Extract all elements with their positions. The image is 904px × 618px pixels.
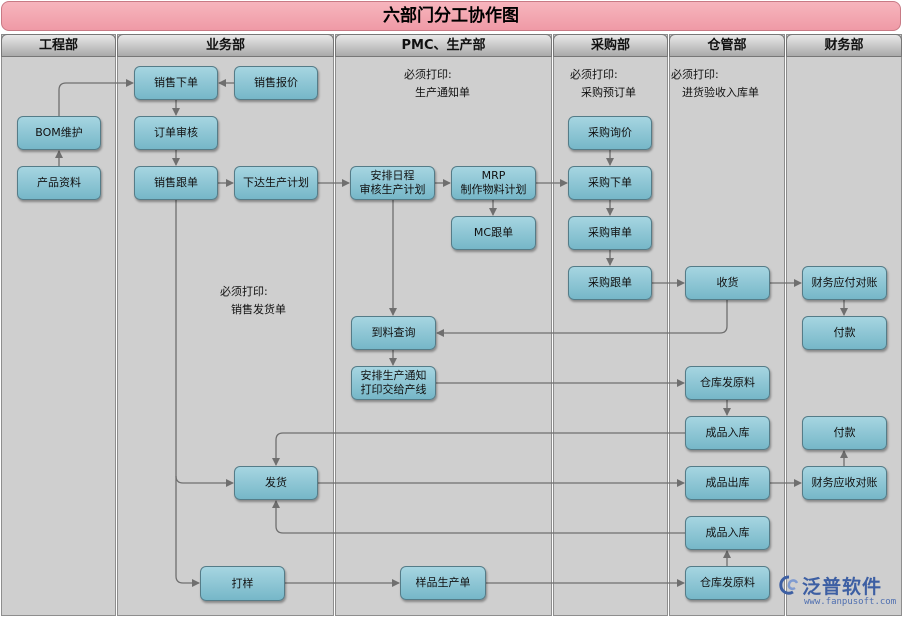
edge-follow-to-sample [175,476,200,587]
node-order-review[interactable]: 订单审核 [134,116,218,150]
node-sales-quote[interactable]: 销售报价 [234,66,318,100]
edge-receive-to-material-check [436,300,728,337]
node-finished-out[interactable]: 成品出库 [685,466,770,500]
node-prod-notice[interactable]: 安排生产通知 打印交给产线 [351,366,436,400]
node-sample-prod[interactable]: 样品生产单 [400,566,486,600]
edge-finished-in-to-ship [272,432,685,466]
node-sales-follow[interactable]: 销售跟单 [134,166,218,200]
node-material-check[interactable]: 到料查询 [351,316,436,350]
node-finished-in-2[interactable]: 成品入库 [685,516,770,550]
node-mrp[interactable]: MRP 制作物料计划 [451,166,536,200]
node-warehouse-issue-1[interactable]: 仓库发原料 [685,366,770,400]
lane-header-engineering: 工程部 [1,34,116,57]
edge-follow-to-ship [175,200,234,487]
note-pmc-print: 必须打印: 生产通知单 [404,68,470,99]
note-purchase-print: 必须打印: 采购预订单 [570,68,636,99]
node-pay-1[interactable]: 付款 [802,316,887,350]
node-warehouse-issue-2[interactable]: 仓库发原料 [685,566,770,600]
node-arrange-schedule[interactable]: 安排日程 审核生产计划 [350,166,435,200]
brand-logo: 泛普软件 www.fanpusoft.com [776,572,900,614]
note-sales-print: 必须打印: 销售发货单 [220,285,286,316]
node-receive[interactable]: 收货 [685,266,770,300]
lane-header-pmc: PMC、生产部 [335,34,552,57]
node-ship[interactable]: 发货 [234,466,318,500]
lane-header-purchase: 采购部 [553,34,668,57]
lane-header-warehouse: 仓管部 [669,34,785,57]
node-sample[interactable]: 打样 [200,566,285,601]
lane-header-finance: 财务部 [786,34,902,57]
diagram-title: 六部门分工协作图 [1,1,901,31]
node-product-info[interactable]: 产品资料 [17,166,101,200]
node-purchase-order[interactable]: 采购下单 [568,166,652,200]
brand-swirl-icon [779,575,799,595]
lane-header-sales: 业务部 [117,34,334,57]
note-warehouse-print: 必须打印: 进货验收入库单 [671,68,759,99]
node-ap-reconcile[interactable]: 财务应付对账 [802,266,887,300]
edge-finished-in-2-to-ship [272,500,685,534]
node-mc-follow[interactable]: MC跟单 [451,216,536,250]
edge-bom-to-sales-order [58,79,134,116]
brand-url: www.fanpusoft.com [804,597,897,607]
node-sales-order[interactable]: 销售下单 [134,66,218,100]
node-bom[interactable]: BOM维护 [17,116,101,150]
node-pay-2[interactable]: 付款 [802,416,887,450]
node-purchase-inquiry[interactable]: 采购询价 [568,116,652,150]
brand-name: 泛普软件 [802,576,883,598]
node-ar-reconcile[interactable]: 财务应收对账 [802,466,887,500]
node-purchase-review[interactable]: 采购审单 [568,216,652,250]
node-finished-in-1[interactable]: 成品入库 [685,416,770,450]
node-purchase-follow[interactable]: 采购跟单 [568,266,652,300]
node-issue-plan[interactable]: 下达生产计划 [234,166,318,200]
